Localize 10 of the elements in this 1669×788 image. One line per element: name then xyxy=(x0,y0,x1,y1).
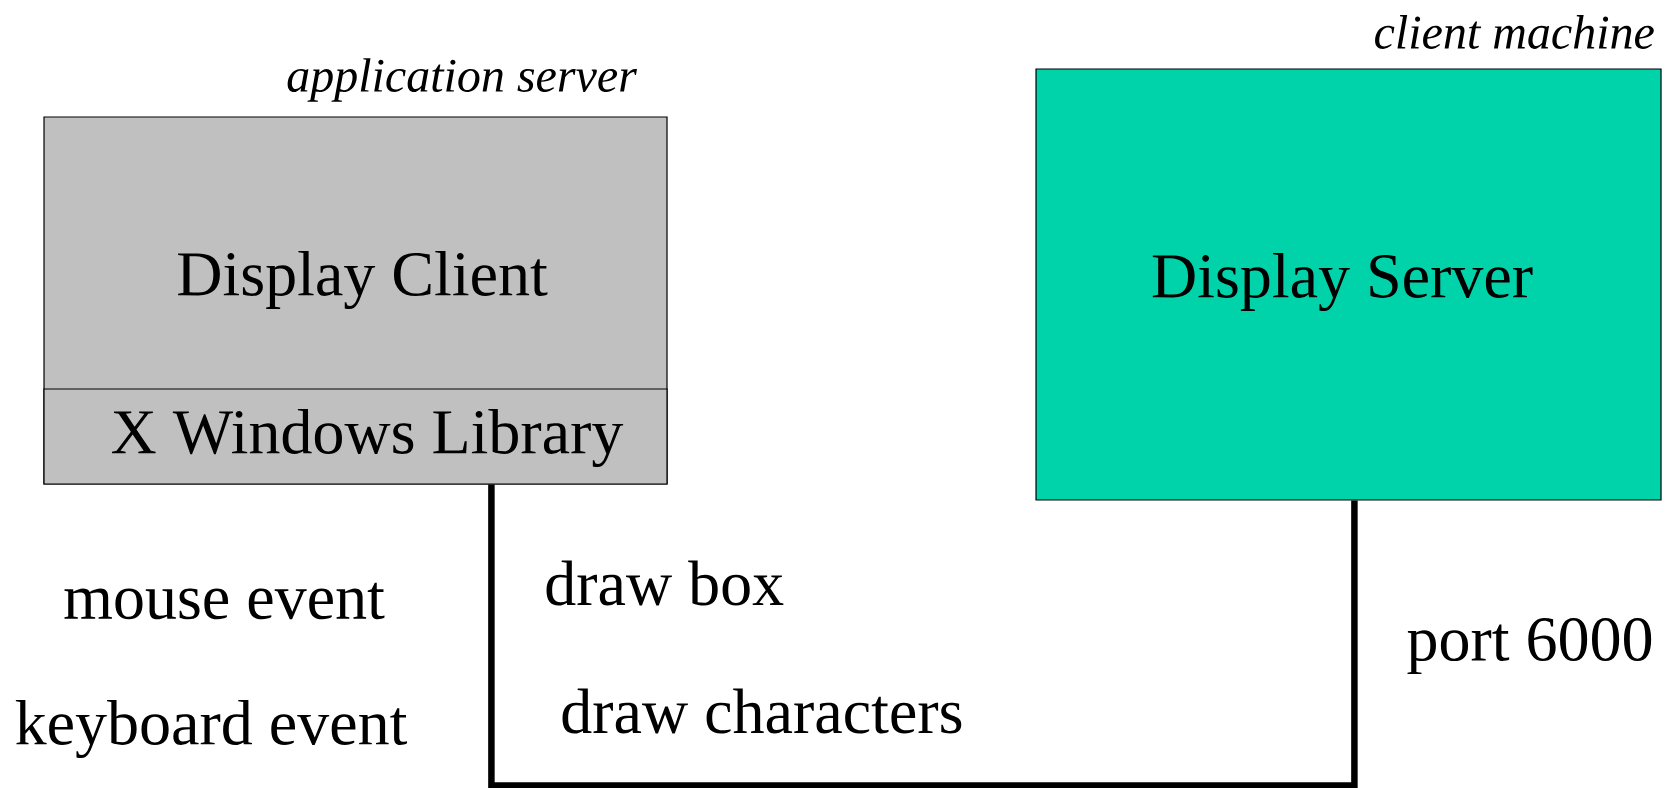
node-label: application server xyxy=(287,58,637,102)
library-box: X Windows Library xyxy=(43,388,668,485)
text-label: keyboard event xyxy=(15,699,408,759)
process-box: client machine Display Server xyxy=(1035,15,1662,501)
text-label: draw characters xyxy=(562,688,962,734)
node-label: client machine xyxy=(1375,15,1654,49)
text-label: draw box xyxy=(546,560,784,606)
text-label: port 6000 xyxy=(1407,617,1652,675)
text-label: mouse event xyxy=(64,582,385,620)
connector-line xyxy=(488,484,1358,788)
